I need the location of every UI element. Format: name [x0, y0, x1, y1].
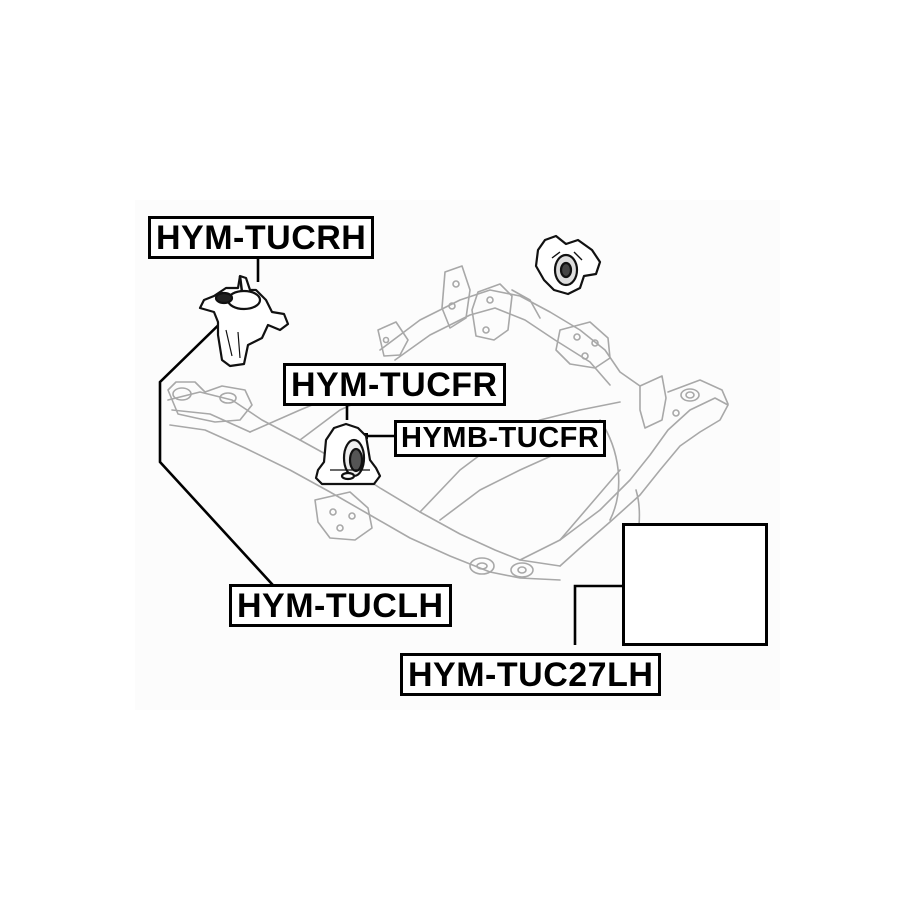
right-side-rail — [519, 397, 729, 567]
leader-lh27 — [573, 584, 622, 645]
inset-frame — [622, 523, 768, 646]
leader-lh — [158, 305, 283, 596]
part-label-hymb-tucfr[interactable]: HYMB-TUCFR — [394, 420, 607, 457]
rh-engine-mount-part — [198, 274, 290, 368]
part-label-hym-tuc27lh[interactable]: HYM-TUC27LH — [400, 653, 662, 696]
upper-bracket-mid — [471, 283, 513, 341]
part-label-hym-tucrh[interactable]: HYM-TUCRH — [148, 216, 375, 259]
part-label-hym-tuclh[interactable]: HYM-TUCLH — [229, 584, 452, 627]
upper-mount-part — [534, 234, 602, 296]
front-engine-mount-part — [314, 422, 382, 486]
leader-lines — [158, 257, 622, 645]
right-rear-bracket — [639, 375, 667, 429]
upper-plate-right — [555, 321, 611, 369]
rear-crossmember — [379, 289, 641, 387]
upper-bracket-left — [441, 265, 471, 329]
subframe-sketch — [167, 265, 729, 581]
left-bracket — [167, 381, 253, 423]
part-label-hym-tucfr[interactable]: HYM-TUCFR — [283, 363, 506, 406]
center-plate — [314, 491, 373, 541]
